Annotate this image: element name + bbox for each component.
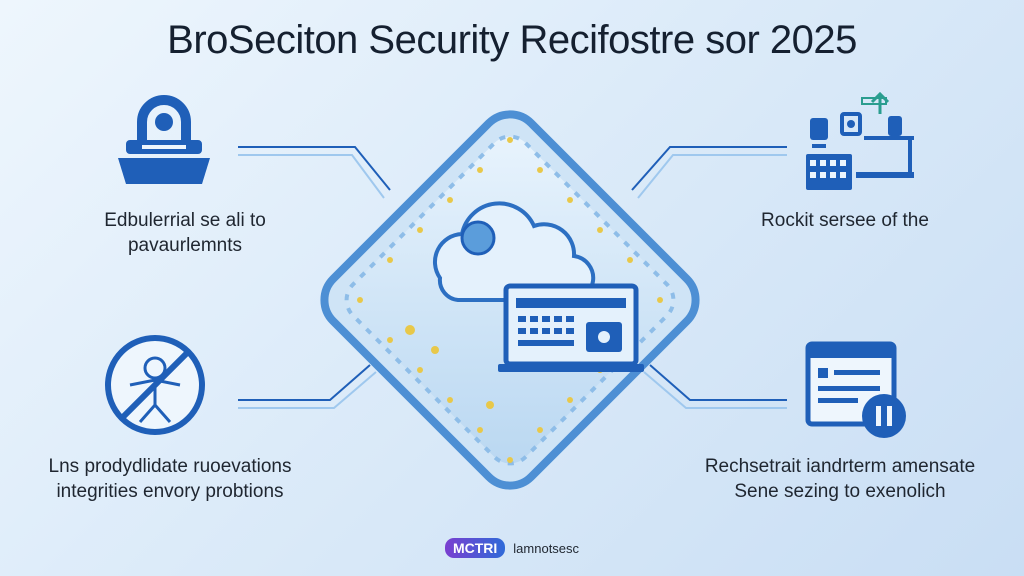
cloud-laptop-icon bbox=[320, 110, 700, 490]
caption-bottom-right-line-1: Rechsetrait iandrterm amensate bbox=[704, 456, 976, 477]
caption-top-right-line-1: Rockit sersee of the bbox=[761, 210, 929, 231]
connector-bottom-left bbox=[238, 364, 371, 401]
caption-top-left: Edbulerrial se ali to pavaurlemnts bbox=[40, 208, 330, 258]
connector-top-right bbox=[631, 146, 787, 191]
no-access-icon bbox=[105, 335, 205, 435]
caption-bottom-left: Lns prodydlidate ruoevations integrities… bbox=[10, 454, 330, 504]
star-dots bbox=[357, 137, 663, 463]
network-devices-icon bbox=[806, 92, 914, 190]
caption-bottom-left-line-1: Lns prodydlidate ruoevations bbox=[48, 456, 292, 477]
lock-icon bbox=[118, 95, 210, 184]
footer-logo: MCTRI bbox=[444, 538, 506, 558]
connector-top-left-2 bbox=[238, 154, 385, 199]
caption-bottom-right-line-2: Sene sezing to exenolich bbox=[734, 481, 946, 502]
footer: MCTRI lamnotsesc bbox=[0, 538, 1024, 558]
caption-bottom-right: Rechsetrait iandrterm amensate Sene sezi… bbox=[670, 454, 1010, 504]
laptop-icon bbox=[498, 283, 644, 372]
caption-top-left-line-1: Edbulerrial se ali to bbox=[104, 210, 266, 231]
connector-bottom-right bbox=[649, 364, 787, 401]
footer-text: lamnotsesc bbox=[513, 540, 580, 556]
connector-top-right-2 bbox=[637, 154, 787, 199]
caption-bottom-left-line-2: integrities envory probtions bbox=[56, 481, 284, 502]
page-title: BroSeciton Security Recifostre sor 2025 bbox=[167, 18, 857, 62]
caption-top-left-line-2: pavaurlemnts bbox=[127, 235, 243, 256]
connector-top-left bbox=[238, 146, 391, 191]
caption-top-right: Rockit sersee of the bbox=[720, 208, 970, 233]
connector-bottom-right-2 bbox=[643, 371, 787, 409]
document-pause-icon bbox=[805, 341, 906, 438]
connector-bottom-left-2 bbox=[238, 371, 377, 409]
